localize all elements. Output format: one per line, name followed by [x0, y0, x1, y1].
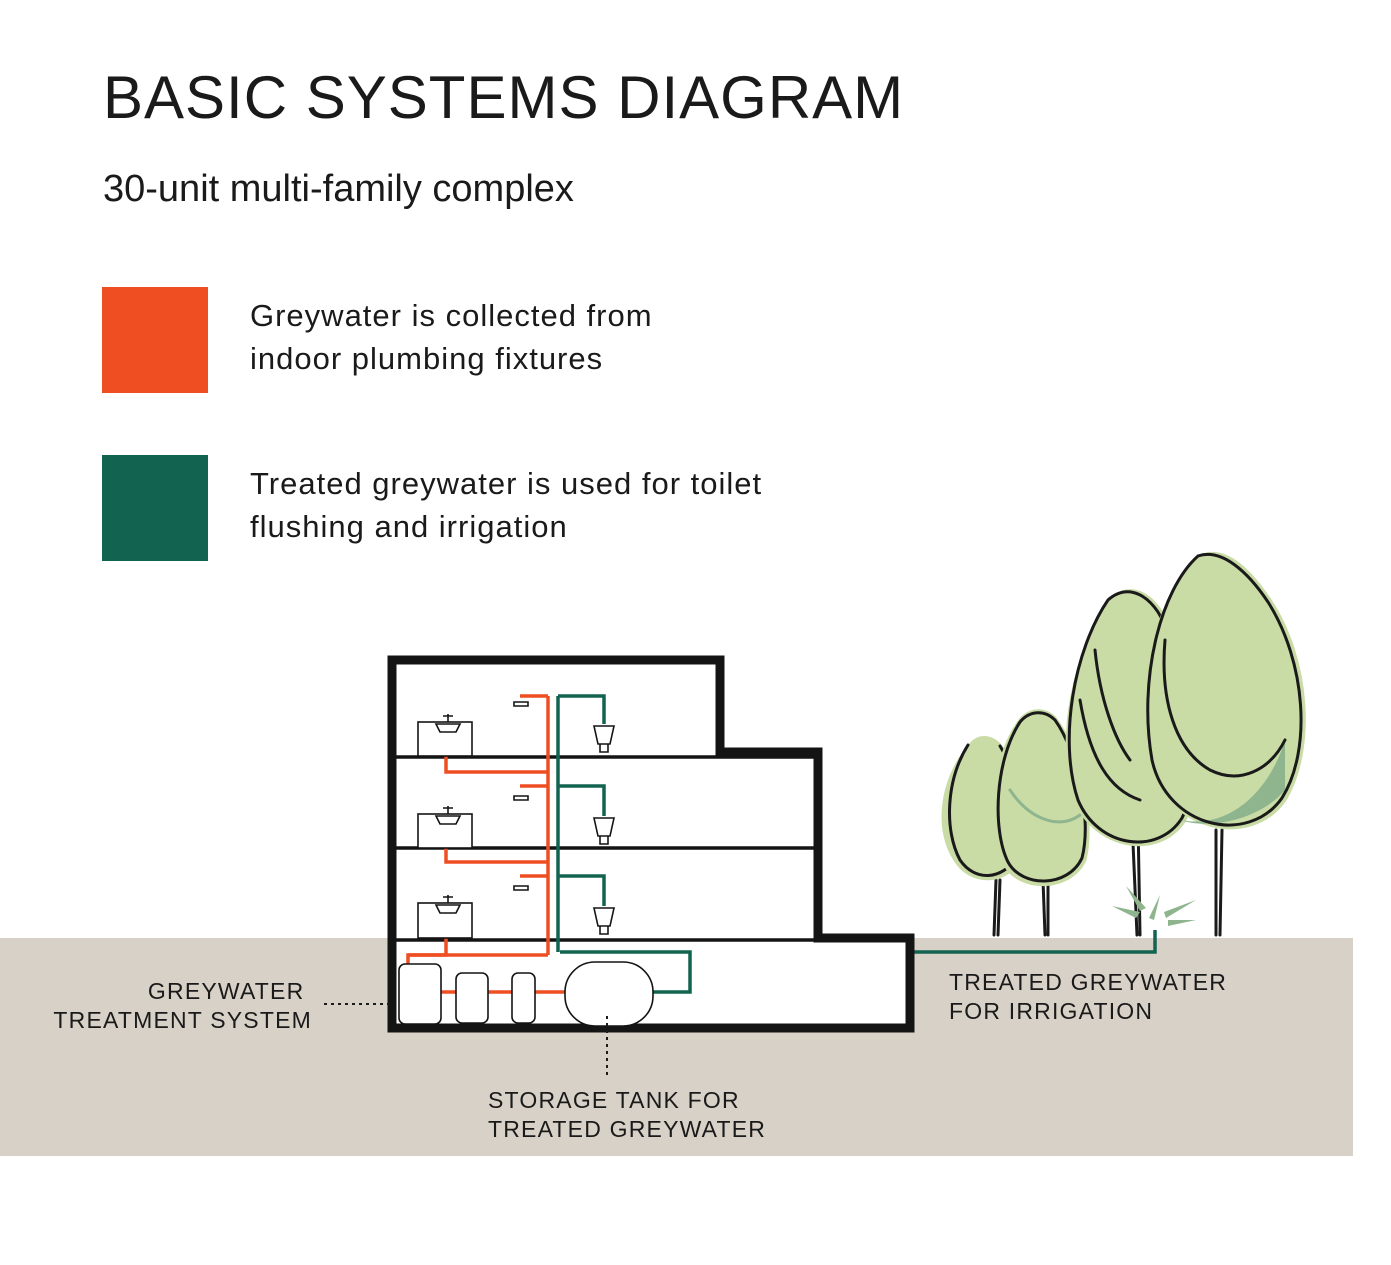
label-line: FOR IRRIGATION — [949, 998, 1153, 1024]
legend-line: flushing and irrigation — [250, 509, 568, 544]
toilet-icon — [593, 817, 615, 845]
shower-head-icon — [513, 885, 529, 891]
legend-line: Treated greywater is used for toilet — [250, 466, 763, 501]
page-title: BASIC SYSTEMS DIAGRAM — [103, 64, 905, 131]
label-line: STORAGE TANK FOR — [488, 1087, 740, 1113]
shower-head-icon — [513, 701, 529, 707]
label-line: TREATED GREYWATER — [488, 1116, 766, 1142]
sink-icon — [434, 815, 462, 825]
label-irrigation: TREATED GREYWATER FOR IRRIGATION — [949, 969, 1235, 1024]
page-subtitle: 30-unit multi-family complex — [103, 168, 574, 210]
legend-line: indoor plumbing fixtures — [250, 341, 604, 376]
treated-pipes — [556, 694, 692, 994]
legend-text-greywater: Greywater is collected from indoor plumb… — [250, 294, 950, 380]
systems-diagram: GREYWATER TREATMENT SYSTEM TREATED GREYW… — [0, 551, 1353, 1156]
storage-tank — [564, 961, 654, 1027]
legend-swatch-greywater — [102, 287, 208, 393]
trees — [941, 551, 1306, 937]
toilet-icon — [593, 725, 615, 753]
fixtures — [417, 701, 615, 939]
legend-text-treated: Treated greywater is used for toilet flu… — [250, 462, 950, 548]
label-line: TREATED GREYWATER — [949, 969, 1227, 995]
sprinkler-spray — [1112, 886, 1196, 926]
leader-lines — [324, 1003, 608, 1078]
shower-head-icon — [513, 795, 529, 801]
label-line: GREYWATER — [148, 978, 304, 1004]
toilet-icon — [593, 907, 615, 935]
label-treatment-system: GREYWATER TREATMENT SYSTEM — [53, 978, 312, 1033]
sink-icon — [434, 904, 462, 914]
legend-line: Greywater is collected from — [250, 298, 653, 333]
sink-icon — [434, 723, 462, 733]
label-storage-tank: STORAGE TANK FOR TREATED GREYWATER — [488, 1087, 766, 1142]
label-line: TREATMENT SYSTEM — [53, 1007, 312, 1033]
treatment-system — [398, 961, 654, 1027]
legend-swatch-treated — [102, 455, 208, 561]
